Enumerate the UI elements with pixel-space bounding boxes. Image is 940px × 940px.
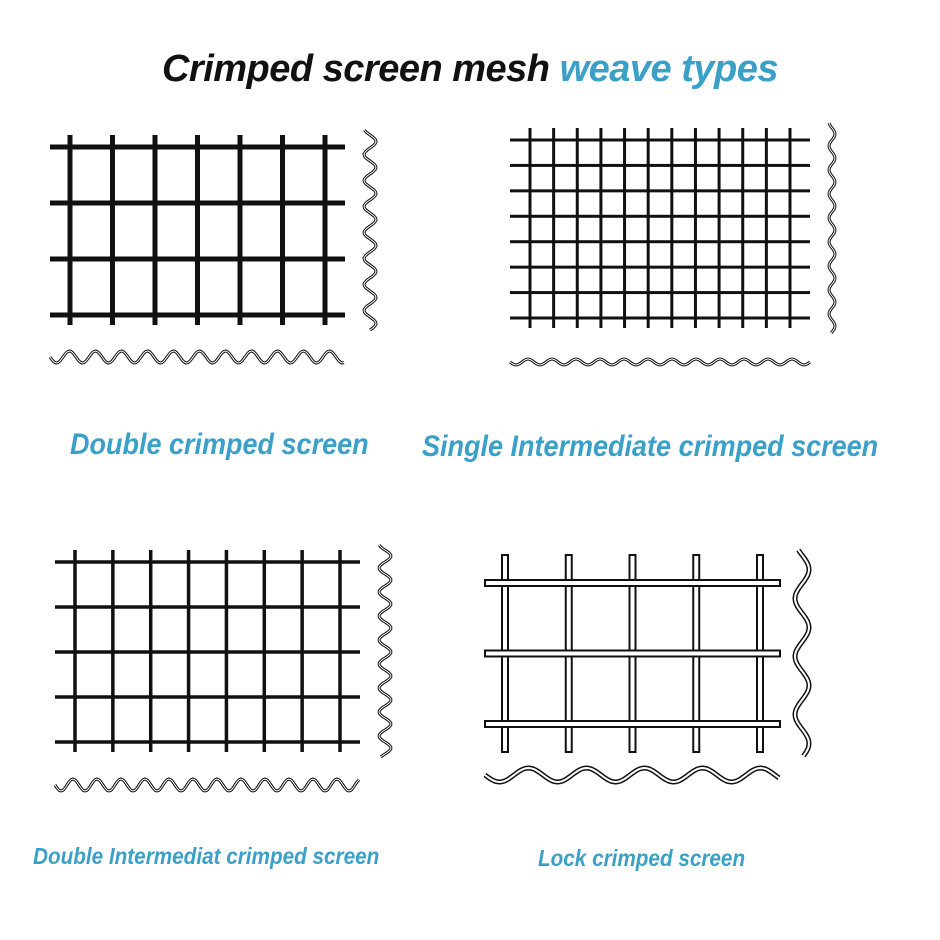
double-crimped-warp-wire xyxy=(322,135,328,325)
single-intermediate-warp-wire xyxy=(670,128,674,328)
double-crimped-warp-wire xyxy=(110,135,115,325)
double-crimped-warp-wire xyxy=(67,135,73,325)
double-intermediat-bottom-profile xyxy=(53,777,361,793)
label-single-intermediate-crimped: Single Intermediate crimped screen xyxy=(422,430,879,463)
lock-crimped-side-profile xyxy=(792,548,812,758)
double-crimped-bottom-profile-inner xyxy=(49,350,345,364)
single-intermediate-weft-wire xyxy=(510,240,810,244)
single-intermediate-warp-wire xyxy=(552,128,556,328)
double-crimped-weft-wire xyxy=(50,256,345,262)
double-crimped-weft-wire xyxy=(50,200,345,206)
single-intermediate-weft-wire xyxy=(510,291,810,295)
double-crimped-weft-wire xyxy=(50,312,345,318)
single-intermediate-bottom-profile-inner xyxy=(509,358,811,366)
lock-crimped-weft-wire xyxy=(484,649,781,658)
double-crimped-warp-wire xyxy=(152,135,158,325)
double-crimped-side-profile-inner xyxy=(363,129,377,331)
single-intermediate-warp-wire xyxy=(599,128,603,328)
double-intermediat-weft-wire xyxy=(55,605,360,609)
single-intermediate-warp-wire xyxy=(764,128,768,328)
single-intermediate-weft-wire xyxy=(510,163,810,167)
single-intermediate-warp-wire xyxy=(717,128,721,328)
double-intermediat-bottom-profile-inner xyxy=(54,778,360,792)
single-intermediate-weft-wire xyxy=(510,265,810,269)
double-crimped-warp-wire xyxy=(280,135,285,325)
single-intermediate-warp-wire xyxy=(623,128,627,328)
single-intermediate-warp-wire xyxy=(741,128,745,328)
lock-crimped-bottom-profile-inner xyxy=(484,766,780,784)
single-intermediate-warp-wire xyxy=(528,128,532,328)
single-intermediate-weft-wire xyxy=(510,138,810,142)
single-intermediate-warp-wire xyxy=(575,128,579,328)
double-intermediat-side-profile-inner xyxy=(378,544,392,758)
label-lock-crimped: Lock crimped screen xyxy=(538,845,746,871)
double-intermediat-weft-wire xyxy=(55,740,360,744)
single-intermediate-side-profile-inner xyxy=(828,122,836,334)
double-intermediat-weft-wire xyxy=(55,695,360,699)
double-crimped-warp-wire xyxy=(195,135,200,325)
label-double-crimped: Double crimped screen xyxy=(70,428,369,461)
double-intermediat-weft-wire xyxy=(55,650,360,654)
single-intermediate-weft-wire xyxy=(510,189,810,193)
page-title: Crimped screen mesh weave types xyxy=(161,48,779,90)
single-intermediate-warp-wire xyxy=(646,128,650,328)
double-crimped-weft-wire xyxy=(50,144,345,150)
single-intermediate-warp-wire xyxy=(788,128,792,328)
single-intermediate-weft-wire xyxy=(510,214,810,218)
label-double-intermediat-crimped: Double Intermediat crimped screen xyxy=(33,843,380,869)
single-intermediate-warp-wire xyxy=(693,128,697,328)
lock-crimped-side-profile-inner xyxy=(793,549,811,757)
lock-crimped-weft-wire xyxy=(484,720,781,728)
lock-crimped-weft-wire xyxy=(484,579,781,587)
single-intermediate-weft-wire xyxy=(510,316,810,320)
double-intermediat-weft-wire xyxy=(55,560,360,564)
lock-crimped-bottom-profile xyxy=(483,765,781,785)
double-crimped-warp-wire xyxy=(237,135,243,325)
